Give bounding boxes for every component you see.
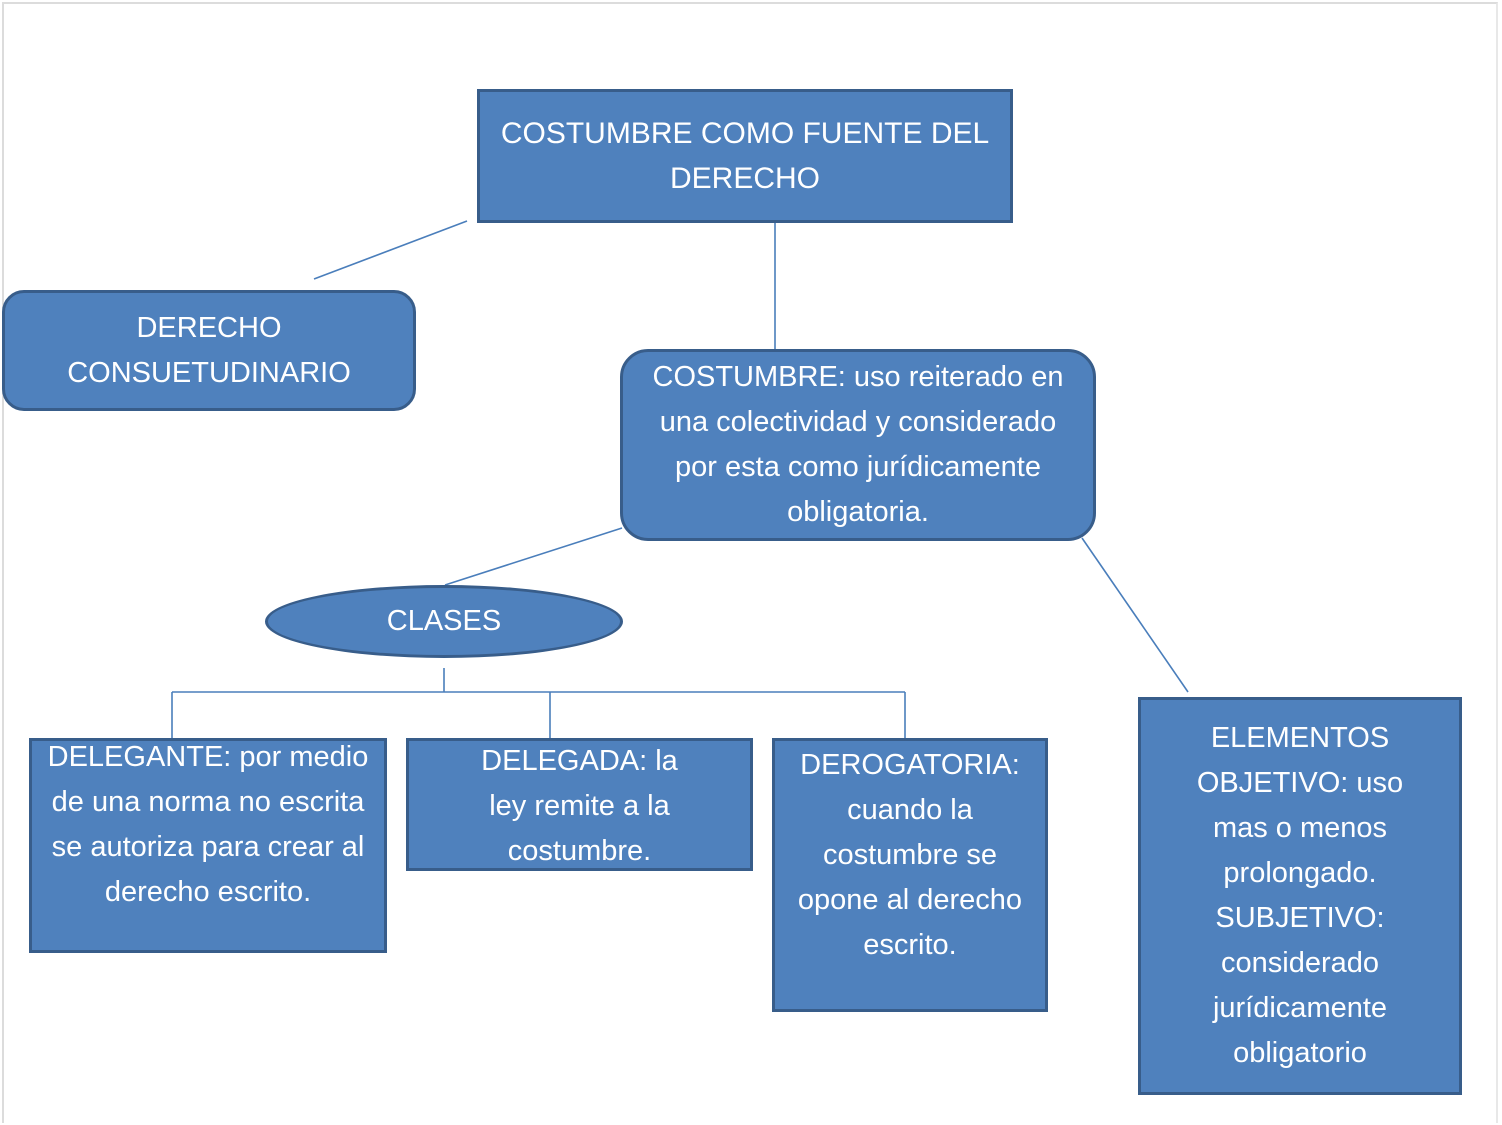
connector-costumbre-to-elementos <box>1081 537 1189 693</box>
delegante-node: DELEGANTE: por medio de una norma no esc… <box>29 738 387 953</box>
root-node-text: COSTUMBRE COMO FUENTE DEL DERECHO <box>500 117 990 195</box>
delegada-text: DELEGADA: la ley remite a la costumbre. <box>481 745 678 867</box>
costumbre-text: COSTUMBRE: uso reiterado en una colectiv… <box>652 361 1064 528</box>
clases-node: CLASES <box>265 585 623 658</box>
connector-costumbre-to-clases <box>444 527 623 586</box>
derogatoria-node: DEROGATORIA: cuando la costumbre se opon… <box>772 738 1048 1012</box>
clases-text: CLASES <box>386 605 502 637</box>
derecho-consuetudinario-node: DERECHO CONSUETUDINARIO <box>2 290 416 411</box>
derogatoria-text: DEROGATORIA: cuando la costumbre se opon… <box>797 749 1023 961</box>
root-node: COSTUMBRE COMO FUENTE DEL DERECHO <box>477 89 1013 223</box>
costumbre-node: COSTUMBRE: uso reiterado en una colectiv… <box>620 349 1096 541</box>
elementos-text: ELEMENTOS OBJETIVO: uso mas o menos prol… <box>1196 722 1404 1069</box>
connector-root-to-derecho-consuetudinario <box>313 220 468 280</box>
delegada-node: DELEGADA: la ley remite a la costumbre. <box>406 738 753 871</box>
derecho-consuetudinario-text: DERECHO CONSUETUDINARIO <box>67 311 351 389</box>
elementos-node: ELEMENTOS OBJETIVO: uso mas o menos prol… <box>1138 697 1462 1095</box>
delegante-text: DELEGANTE: por medio de una norma no esc… <box>47 741 369 908</box>
